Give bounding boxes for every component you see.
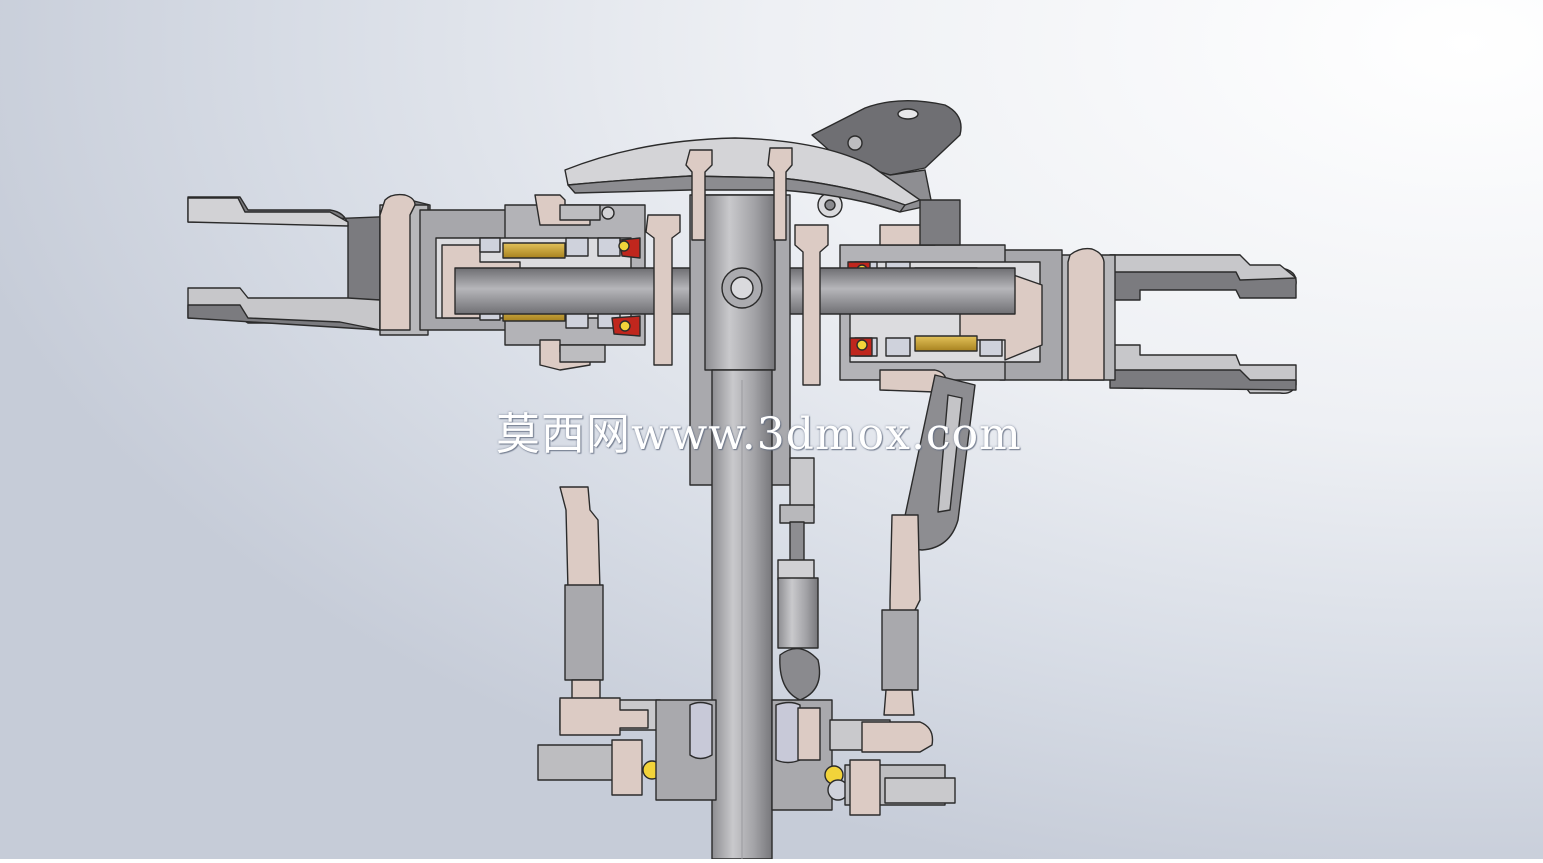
left-pitch-link [559,486,604,709]
swashplate [537,697,956,816]
hub-bolts [645,147,829,386]
center-pushrod [777,457,821,701]
right-pitch-link [881,374,976,716]
